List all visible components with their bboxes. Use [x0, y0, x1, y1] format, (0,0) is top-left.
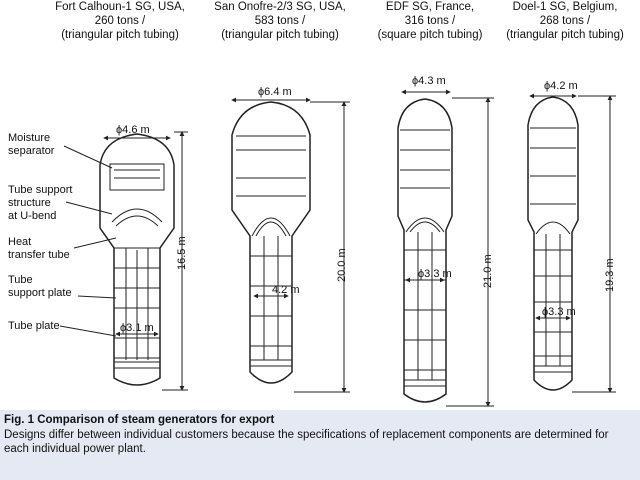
edf-header: EDF SG, France, 316 tons / (square pitch…	[360, 0, 500, 42]
figure-description: Designs differ between individual custom…	[4, 429, 609, 455]
steam-generator-diagram	[59, 89, 616, 407]
fort-calhoun-header: Fort Calhoun-1 SG, USA, 260 tons / (tria…	[50, 0, 190, 42]
generator-pitch: (triangular pitch tubing)	[506, 29, 624, 41]
generator-name: Doel-1 SG, Belgium,	[512, 1, 618, 13]
generator-tons: 583 tons /	[254, 15, 306, 27]
generator-name: Fort Calhoun-1 SG, USA,	[55, 1, 185, 13]
leader-lines	[59, 145, 117, 337]
generator-pitch: (square pitch tubing)	[377, 29, 483, 41]
generator-pitch: (triangular pitch tubing)	[221, 29, 339, 41]
san-onofre-vessel	[231, 97, 350, 393]
doel-bottom-diameter: ϕ3.3 m	[542, 306, 576, 318]
caption-background	[0, 410, 640, 480]
fort-calhoun-vessel	[99, 131, 188, 391]
generator-name: EDF SG, France,	[385, 1, 475, 13]
edf-top-diameter: ϕ4.3 m	[412, 75, 446, 87]
san-onofre-top-diameter: ϕ6.4 m	[258, 86, 292, 98]
generator-pitch: (triangular pitch tubing)	[61, 29, 179, 41]
generator-tons: 260 tons /	[94, 15, 146, 27]
doel-vessel	[527, 93, 616, 393]
edf-bottom-diameter: ϕ3.3 m	[418, 268, 452, 280]
fort-calhoun-top-diameter: ϕ4.6 m	[116, 124, 150, 136]
doel-top-diameter: ϕ4.2 m	[544, 80, 578, 92]
tube-plate-label: Tube plate	[8, 320, 60, 332]
figure-title: Fig. 1 Comparison of steam generators fo…	[4, 414, 275, 426]
generator-name: San Onofre-2/3 SG, USA,	[214, 1, 346, 13]
generator-tons: 316 tons /	[404, 15, 456, 27]
generator-tons: 268 tons /	[539, 15, 591, 27]
edf-vessel	[397, 89, 494, 407]
san-onofre-header: San Onofre-2/3 SG, USA, 583 tons / (tria…	[210, 0, 350, 42]
doel-header: Doel-1 SG, Belgium, 268 tons / (triangul…	[495, 0, 635, 42]
